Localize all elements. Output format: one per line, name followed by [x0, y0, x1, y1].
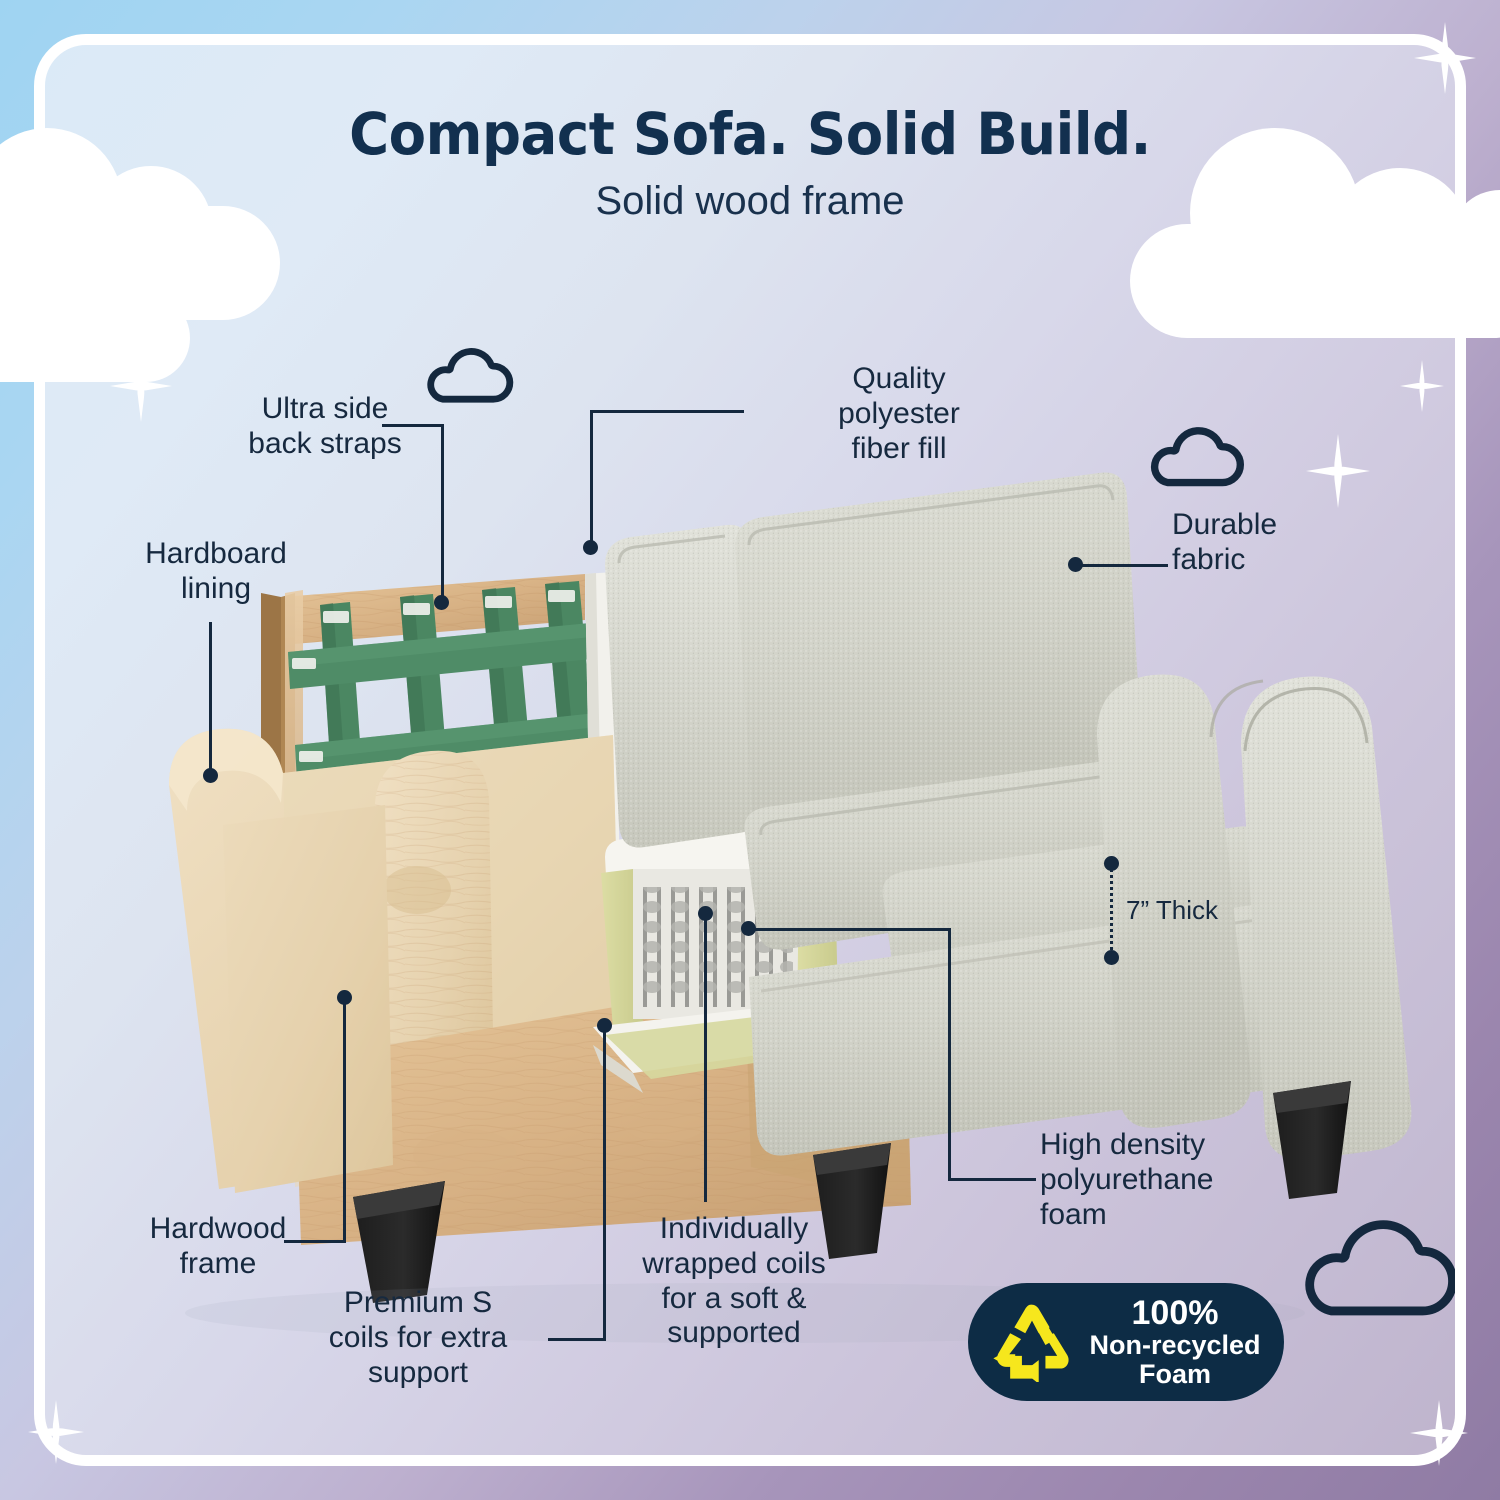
- leader-dot-s-coils: [597, 1018, 612, 1033]
- leader-thickness-dotted: [1110, 862, 1113, 958]
- leader-coils-v: [704, 912, 707, 1202]
- label-premium-s-coils: Premium S coils for extra support: [328, 1286, 508, 1389]
- page-subtitle: Solid wood frame: [595, 178, 905, 223]
- label-high-density-polyurethane-foam: High density polyurethane foam: [1040, 1128, 1214, 1231]
- leader-foam-h2: [748, 928, 951, 931]
- heading-block: Compact Sofa. Solid Build. Solid wood fr…: [0, 104, 1500, 223]
- label-hardboard-lining: Hardboard lining: [145, 537, 287, 605]
- label-durable-fabric: Durable fabric: [1172, 508, 1278, 576]
- leader-dot-durable-fabric: [1068, 557, 1083, 572]
- leader-foam-h: [948, 1178, 1036, 1181]
- leader-durable-fabric-h: [1078, 564, 1168, 567]
- badge-line3: Foam: [1138, 1359, 1211, 1390]
- leader-hardwood-frame-v: [343, 996, 346, 1242]
- non-recycled-foam-badge: 100% Non-recycled Foam: [968, 1283, 1284, 1401]
- sofa-cutaway-illustration: [45, 45, 1455, 1455]
- leader-dot-coils: [698, 906, 713, 921]
- label-quality-polyester-fiber-fill: Quality polyester fiber fill: [838, 362, 960, 465]
- leader-fiber-fill-h: [590, 410, 744, 413]
- leader-fiber-fill-v: [590, 410, 593, 548]
- leader-dot-thickness-top: [1104, 856, 1119, 871]
- badge-line2: Non-recycled: [1089, 1330, 1261, 1361]
- page-title: Compact Sofa. Solid Build.: [349, 100, 1151, 168]
- badge-percent: 100%: [1131, 1294, 1219, 1333]
- label-seven-inch-thick: 7” Thick: [1126, 895, 1218, 925]
- leader-hardwood-frame-h: [284, 1240, 346, 1243]
- label-individually-wrapped-coils: Individually wrapped coils for a soft & …: [642, 1212, 826, 1350]
- label-hardwood-frame: Hardwood frame: [149, 1212, 287, 1280]
- leader-foam-v: [948, 928, 951, 1181]
- leader-dot-fiber-fill: [583, 540, 598, 555]
- leader-dot-foam: [741, 921, 756, 936]
- label-ultra-side-back-straps: Ultra side back straps: [248, 392, 402, 460]
- recycle-icon: [990, 1303, 1074, 1384]
- leader-hardboard-lining-v: [209, 622, 212, 774]
- leader-s-coils-v: [603, 1024, 606, 1341]
- leader-ultra-side-back-straps-v: [441, 424, 444, 603]
- leader-dot-thickness-bottom: [1104, 950, 1119, 965]
- leader-dot-ultra-side-back-straps: [434, 595, 449, 610]
- leader-dot-hardboard-lining: [203, 768, 218, 783]
- leader-ultra-side-back-straps-h: [382, 424, 444, 427]
- leader-s-coils-h: [548, 1338, 606, 1341]
- leader-dot-hardwood-frame: [337, 990, 352, 1005]
